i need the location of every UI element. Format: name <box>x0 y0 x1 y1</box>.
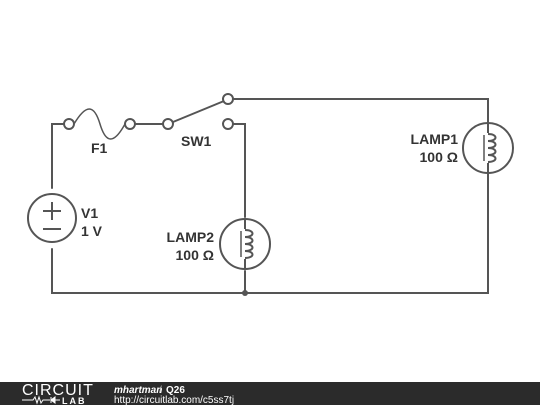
wire-left-top <box>51 123 65 189</box>
lamp2-value-label: 100 Ω <box>176 247 214 263</box>
logo-circuit-text: CIRCUIT <box>22 382 94 399</box>
wire-lamp1-to-bottom <box>51 173 489 294</box>
lamp1-value-label: 100 Ω <box>420 149 458 165</box>
circuit-title: Q26 <box>166 385 185 396</box>
source-name-label: V1 <box>81 205 98 221</box>
wire-switch-bottom-to-lamp2 <box>232 123 246 218</box>
junction-dot <box>242 290 248 296</box>
circuitlab-logo-icon: CIRCUIT LAB <box>22 382 94 405</box>
circuit-schematic: F1 SW1 V1 1 V LAMP1 100 Ω LAMP2 100 Ω <box>27 93 514 296</box>
lamp-icon <box>462 122 514 174</box>
fuse-icon <box>63 108 136 140</box>
wire-switch-top-to-lamp1 <box>232 98 489 123</box>
logo-lab-text: LAB <box>62 396 87 405</box>
lamp2-name-label: LAMP2 <box>167 229 215 245</box>
footer-bar: CIRCUIT LAB mhartman / Q26 http://circui… <box>0 382 540 405</box>
fuse-label: F1 <box>91 140 108 156</box>
switch-label: SW1 <box>181 133 212 149</box>
circuit-url-link[interactable]: http://circuitlab.com/c5ss7tj <box>114 395 234 405</box>
title-separator: / <box>159 385 162 396</box>
voltage-source-icon <box>27 193 77 243</box>
lamp-icon <box>219 218 271 270</box>
spdt-switch-icon <box>162 93 234 130</box>
author-link[interactable]: mhartman <box>114 385 162 396</box>
source-value-label: 1 V <box>81 223 103 239</box>
lamp1-name-label: LAMP1 <box>411 131 459 147</box>
